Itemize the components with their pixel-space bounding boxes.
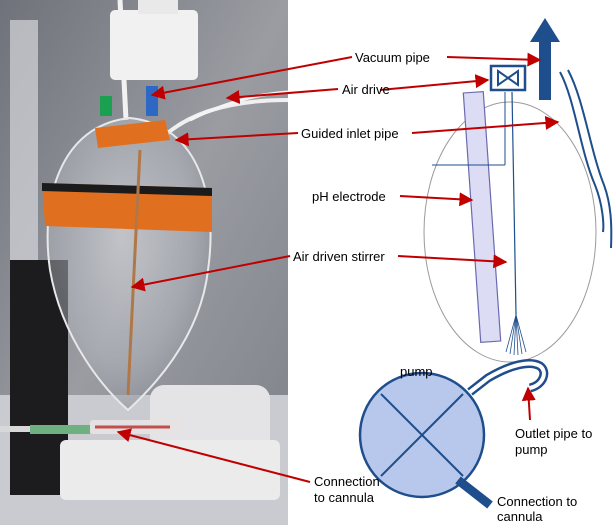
callout-arrows [116,52,560,483]
label-outlet-pipe-line1: Outlet pipe to [515,426,593,441]
label-outlet-pipe-line2: pump [515,442,548,457]
air-drive-block [110,10,198,80]
label-ph-electrode: pH electrode [312,189,386,204]
stirrer-rod [126,149,142,396]
label-pump: pump [400,364,433,379]
stirrer-fan [505,314,527,356]
label-connection-photo-line1: Connection [314,474,380,489]
label-connection-diagram-line1: Connection to [497,494,578,509]
label-connection-diagram-line2: cannula [497,509,543,524]
green-fitting [100,96,112,116]
label-connection-photo-line2: to cannula [314,490,374,505]
orange-band [42,183,212,232]
label-vacuum-pipe: Vacuum pipe [355,50,430,65]
bioreactor-photo [0,0,288,525]
pump-base [60,440,280,500]
ph-electrode-schematic [462,90,502,344]
cannula-connection-pipe [455,476,493,509]
label-air-driven-stirrer: Air driven stirrer [293,249,385,264]
guided-inlet-pipe [559,71,605,233]
vessel-outline [423,101,597,363]
stirrer-shaft [511,91,517,316]
label-guided-inlet-pipe: Guided inlet pipe [301,126,399,141]
label-air-drive: Air drive [342,82,390,97]
